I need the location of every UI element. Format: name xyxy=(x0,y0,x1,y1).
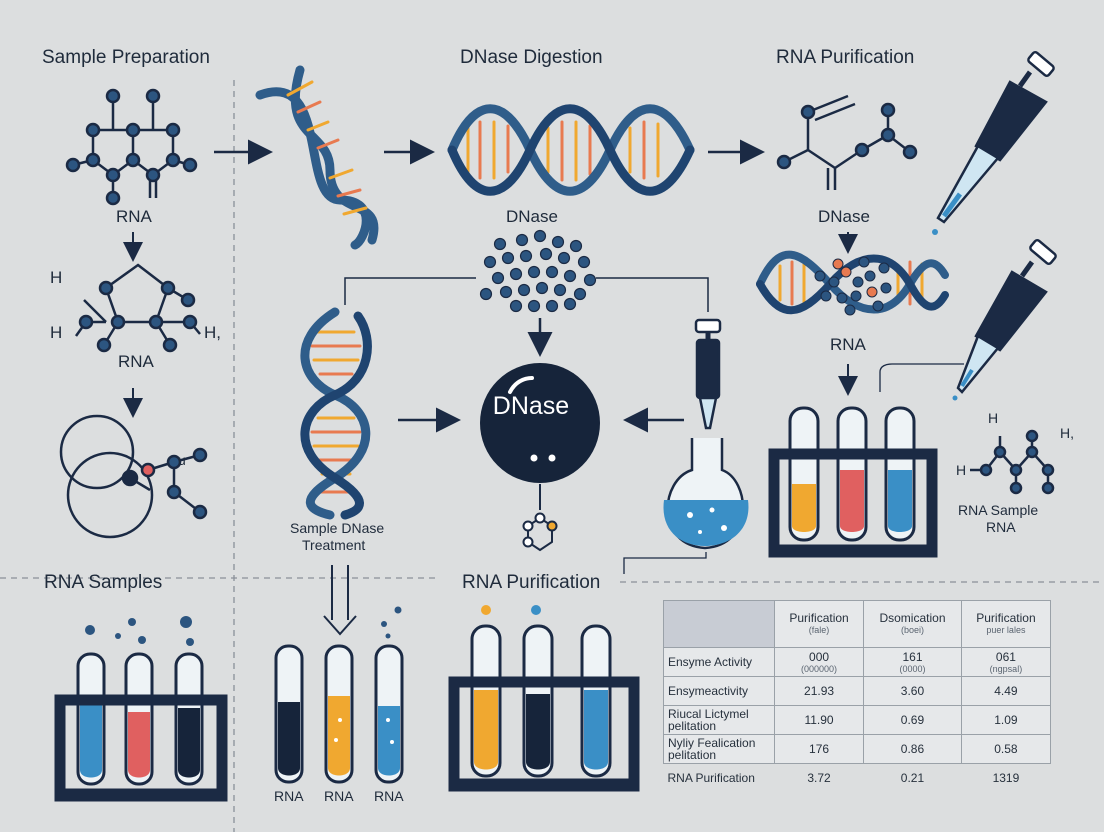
h-label-top: H xyxy=(50,268,63,287)
dna-helix-icon-1 xyxy=(255,65,379,250)
pipette-icon-1 xyxy=(932,51,1055,235)
dnase-digestion-title: DNase Digestion xyxy=(460,47,603,68)
row-label: RNA Purification xyxy=(667,771,755,785)
rna-sample-molecule-icon xyxy=(970,429,1055,495)
table-cell: 0.58 xyxy=(960,734,1052,764)
cell-value: 061 xyxy=(995,650,1016,664)
col-sub-1: (fale) xyxy=(808,625,830,635)
purification-data-table: Purification(fale) Dsomication(boei) Pur… xyxy=(663,600,1052,793)
test-tube-rack-icon-left xyxy=(54,616,228,802)
col-title-1: Purification xyxy=(789,611,849,625)
col-sub-2: (boei) xyxy=(900,625,924,635)
dnase-enzyme-cluster-icon xyxy=(479,229,597,313)
table-cell: 061(ngpsal) xyxy=(960,647,1052,677)
rna-label-2: RNA xyxy=(118,352,154,371)
dnase-center-label: DNase xyxy=(492,392,570,420)
table-cell: 11.90 xyxy=(773,705,865,735)
cell-sub: (000000) xyxy=(801,664,838,674)
mol-h-comma-label: H, xyxy=(1060,425,1074,441)
purified-molecule-icon xyxy=(776,94,918,190)
table-row: RNA Purification 3.72 0.21 1319 xyxy=(664,764,1051,793)
table-header-cell: Dsomication(boei) xyxy=(863,600,962,648)
cell-value: 000 xyxy=(809,650,830,664)
tube-rna-label-2: RNA xyxy=(324,788,354,804)
table-cell: 000(000000) xyxy=(773,647,865,677)
col-title-3: Purification xyxy=(976,611,1036,625)
small-molecule-icon xyxy=(522,512,558,552)
rna-purification-mid-title: RNA Purification xyxy=(462,572,601,593)
rna-sample-label-2: RNA xyxy=(986,519,1016,535)
table-row: Ensyme Activity 000(000000) 161(0000) 06… xyxy=(663,647,1052,677)
row-label: Ensymeactivity xyxy=(663,676,775,706)
pipette-icon-2 xyxy=(952,239,1057,401)
rna-molecule-icon xyxy=(65,88,198,206)
rna-nucleotide-icon xyxy=(59,414,208,539)
rna-purification-title: RNA Purification xyxy=(776,47,915,68)
sample-dnase-treatment-line2: Treatment xyxy=(302,537,366,553)
table-cell: 0.69 xyxy=(863,705,962,735)
table-header-cell: Purification(fale) xyxy=(773,600,865,648)
dnase-cluster-label: DNase xyxy=(506,207,558,226)
h-comma-label: H, xyxy=(204,323,221,342)
flask-icon xyxy=(663,318,749,550)
table-cell: 176 xyxy=(773,734,865,764)
table-cell: 0.86 xyxy=(863,734,962,764)
table-cell: 3.60 xyxy=(863,676,962,706)
table-corner-cell xyxy=(663,600,775,648)
sample-dnase-treatment-line1: Sample DNase xyxy=(290,520,385,536)
table-row: Nyliy Fealication pelitation 176 0.86 0.… xyxy=(663,734,1052,764)
rna-right-label: RNA xyxy=(830,335,866,354)
downward-arrow-icon xyxy=(323,565,357,636)
rna-tubes-icon xyxy=(274,606,404,784)
dna-helix-digested-icon xyxy=(756,250,949,316)
dnase-right-label: DNase xyxy=(818,207,870,226)
dna-helix-icon-2 xyxy=(447,104,695,196)
rna-samples-title: RNA Samples xyxy=(44,572,163,593)
cell-sub: (ngpsal) xyxy=(989,664,1023,674)
table-cell: 4.49 xyxy=(960,676,1052,706)
row-label: Ensyme Activity xyxy=(663,647,775,677)
col-sub-3: puer lales xyxy=(986,625,1026,635)
col-title-2: Dsomication xyxy=(879,611,946,625)
table-cell: 1319 xyxy=(992,771,1020,785)
dnase-core-circle-icon xyxy=(480,363,600,483)
table-row: Riucal Lictymel pelitation 11.90 0.69 1.… xyxy=(663,705,1052,735)
test-tube-rack-icon-right xyxy=(768,406,938,558)
mol-h-left-label: H xyxy=(956,462,967,478)
table-cell: 3.72 xyxy=(807,771,831,785)
tube-rna-label-1: RNA xyxy=(274,788,304,804)
table-cell: 161(0000) xyxy=(863,647,962,677)
cell-value: 161 xyxy=(902,650,923,664)
rna-ring-molecule-icon xyxy=(74,263,201,353)
table-header-row: Purification(fale) Dsomication(boei) Pur… xyxy=(663,600,1052,648)
table-cell: 21.93 xyxy=(773,676,865,706)
u-label: u xyxy=(178,452,186,468)
sample-preparation-title: Sample Preparation xyxy=(42,47,210,68)
test-tube-rack-icon-middle xyxy=(448,605,640,792)
rna-label-1: RNA xyxy=(116,207,152,226)
dna-helix-icon-3 xyxy=(300,307,372,520)
table-cell: 0.21 xyxy=(900,771,925,785)
cell-sub: (0000) xyxy=(899,664,926,674)
row-label: Riucal Lictymel pelitation xyxy=(663,705,775,735)
h-label-bottom: H xyxy=(50,323,63,342)
table-cell: 1.09 xyxy=(960,705,1052,735)
mol-h-top-label: H xyxy=(988,410,999,426)
rna-sample-label-1: RNA Sample xyxy=(958,502,1039,518)
table-row: Ensymeactivity 21.93 3.60 4.49 xyxy=(663,676,1052,706)
row-label: Nyliy Fealication pelitation xyxy=(663,734,775,764)
tube-rna-label-3: RNA xyxy=(374,788,404,804)
